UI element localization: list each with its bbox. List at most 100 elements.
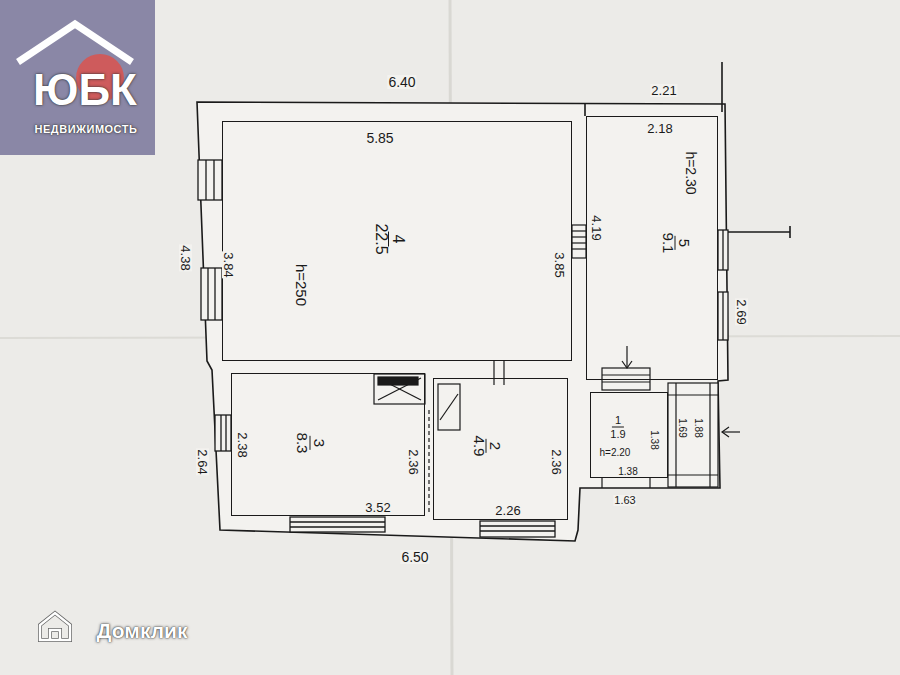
room-label-holder: 9.1 [660, 233, 676, 254]
dimension: 2.36 [407, 448, 420, 475]
stove [378, 378, 421, 400]
room-label-holder: 8.3 [294, 433, 310, 454]
hatch [572, 230, 586, 231]
label-holder: НЕДВИЖИМОСТЬ [35, 120, 138, 136]
window [290, 521, 385, 522]
window [205, 160, 206, 200]
window [220, 415, 221, 451]
window [480, 525, 555, 526]
room-label-holder: 1 [612, 411, 624, 428]
window [207, 268, 208, 320]
label-holder: ЮБК [33, 68, 137, 112]
label-holder: 3.85 [552, 251, 568, 278]
room-number: 5 [675, 236, 692, 250]
room-label-holder: 22.5 [373, 223, 389, 254]
ceiling-height: h=250 [294, 264, 309, 306]
label-holder: 2.36 [549, 448, 565, 475]
stairs [602, 368, 650, 390]
fixture [440, 394, 458, 420]
room-label-holder: h=2.20 [600, 443, 631, 459]
dimension: 2.18 [646, 122, 673, 135]
wall-line [584, 103, 586, 116]
window [198, 160, 222, 200]
label-holder: 2.36 [406, 448, 422, 475]
door-mark [493, 361, 494, 385]
outer-wall [197, 102, 728, 541]
door-opening [572, 225, 586, 258]
door-mark [601, 478, 602, 488]
window [718, 292, 728, 340]
label-holder: 1.38 [617, 462, 638, 478]
hatch [572, 248, 586, 249]
dimension: 3.52 [364, 501, 391, 514]
fixture [438, 384, 460, 430]
dimension: 6.50 [400, 550, 429, 564]
logo-panel [0, 0, 155, 155]
room-number: 3 [310, 436, 327, 450]
watermark: ЮБК [33, 68, 137, 112]
room-area: 8.3 [295, 433, 310, 454]
domclick-icon [40, 613, 70, 640]
label-holder: 6.50 [400, 549, 429, 565]
dimension-tick [721, 62, 723, 112]
label-holder: 3.52 [364, 499, 391, 515]
label-holder: 1.38 [648, 429, 664, 450]
window [480, 530, 555, 531]
dimension: 4.19 [590, 214, 603, 241]
ceiling-height: h=2.20 [600, 448, 631, 458]
stove [378, 377, 418, 385]
room-label-holder: 1.9 [610, 425, 625, 441]
room-area: 1.9 [610, 429, 625, 440]
room-label-holder: 2 [486, 439, 503, 453]
label-holder: 2.38 [235, 431, 251, 458]
window [290, 526, 385, 527]
hatch [572, 236, 586, 237]
ceiling-height: h=2.30 [684, 151, 698, 194]
stairs [602, 374, 650, 375]
room-label-holder: 5 [675, 236, 692, 250]
room-label-holder: 3 [310, 436, 327, 450]
label-holder: 2.64 [195, 448, 211, 475]
window [215, 415, 231, 451]
stairs [602, 381, 650, 382]
room-label-holder: h=250 [293, 264, 309, 306]
dimension: 2.64 [196, 448, 209, 475]
window [225, 415, 226, 451]
room: 24.9 [433, 378, 568, 520]
room-area: 9.1 [661, 233, 676, 254]
dimension: 1.38 [649, 429, 659, 450]
dimension: 6.40 [387, 75, 416, 89]
dimension: 3.85 [553, 251, 566, 278]
room-label-holder: h=2.30 [683, 151, 699, 194]
room: 422.5 h=250 [222, 121, 572, 361]
dimension: 1.63 [613, 495, 636, 506]
dimension: 1.69 [677, 417, 687, 438]
stove [374, 374, 425, 404]
window [290, 517, 385, 532]
label-holder: Домклик [97, 620, 188, 641]
room-area: 4.9 [472, 436, 487, 457]
domclick-icon-shadow [40, 613, 70, 640]
dimension: 2.38 [236, 431, 249, 458]
watermark: Домклик [97, 620, 188, 641]
label-holder: 6.40 [387, 74, 416, 90]
entrance-arrow [722, 427, 729, 437]
dimension: 3.84 [222, 251, 235, 278]
arrow [622, 361, 632, 368]
window [722, 292, 723, 340]
room-number: 4 [388, 232, 406, 247]
dimension: 2.36 [550, 448, 563, 475]
stove [378, 378, 421, 400]
label-holder: 4.38 [178, 244, 194, 271]
door-mark [503, 361, 504, 385]
door-mark [649, 478, 650, 488]
label-holder: 3.84 [221, 251, 237, 278]
dimension: 2.69 [735, 298, 748, 325]
dimension: 2.21 [650, 84, 677, 97]
dimension: 4.38 [179, 244, 192, 271]
label-holder: 1.88 [692, 417, 708, 438]
window [722, 230, 723, 270]
label-holder: 4.19 [589, 214, 605, 241]
label-holder: 2.69 [734, 298, 750, 325]
